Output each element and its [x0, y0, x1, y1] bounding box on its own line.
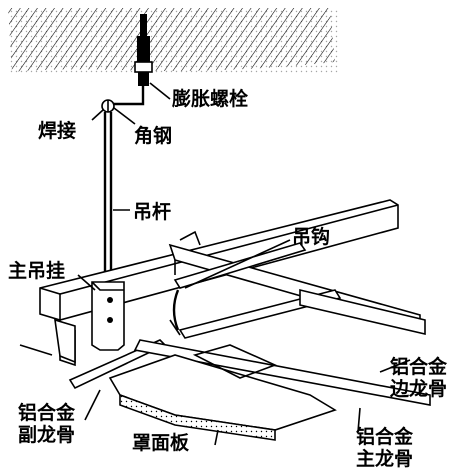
- expansion-bolt: [134, 14, 171, 100]
- label-edge-keel: 铝合金 边龙骨: [390, 356, 447, 400]
- main-hanger-clip: [77, 274, 125, 351]
- hook: [172, 239, 291, 331]
- label-main-keel-line2: 主龙骨: [356, 448, 414, 470]
- label-expansion-bolt: 膨胀螺栓: [172, 88, 249, 110]
- label-main-keel-line1: 铝合金: [356, 426, 414, 448]
- label-main-hanger: 主吊挂: [8, 260, 66, 282]
- label-cover-panel: 罩面板: [132, 432, 190, 454]
- leader-lines: [19, 344, 411, 433]
- cover-panel: [108, 344, 337, 446]
- label-angle-steel: 角钢: [134, 125, 173, 147]
- tee-rail-grid: [68, 288, 431, 406]
- ceiling-slab: [8, 8, 338, 74]
- hanger-rod: [103, 112, 130, 290]
- angle-steel-bracket: [91, 86, 145, 125]
- label-hook: 吊钩: [292, 226, 331, 248]
- label-main-keel: 铝合金 主龙骨: [356, 426, 413, 470]
- label-edge-keel-line2: 边龙骨: [390, 378, 448, 400]
- label-hanger-rod: 吊杆: [133, 201, 172, 223]
- label-weld: 焊接: [38, 120, 77, 142]
- label-sub-keel-line1: 铝合金: [18, 402, 76, 424]
- label-edge-keel-line1: 铝合金: [390, 356, 448, 378]
- label-sub-keel: 铝合金 副龙骨: [18, 402, 75, 446]
- label-sub-keel-line2: 副龙骨: [18, 424, 76, 446]
